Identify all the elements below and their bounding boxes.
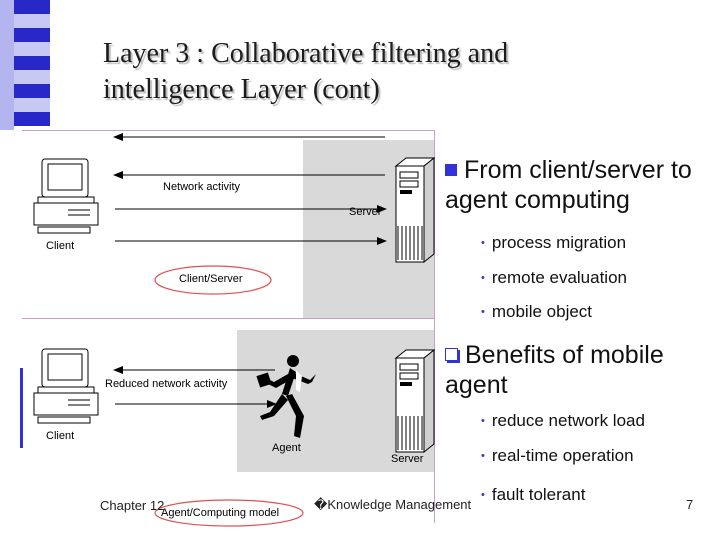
client-label-bottom: Client — [46, 430, 75, 442]
sub-bullet-text: process migration — [491, 233, 627, 252]
sub-bullet-reduce-network-load: • reduce network load — [481, 411, 645, 431]
sub-bullet-text: real-time operation — [491, 446, 634, 465]
page-number: 7 — [686, 497, 694, 512]
client-server-label: Client/Server — [179, 273, 243, 285]
server-tower-icon — [394, 348, 436, 454]
sub-bullet-text: remote evaluation — [491, 268, 627, 287]
server-label-top: Server — [349, 206, 382, 218]
footer-course: �Knowledge Management — [314, 497, 472, 512]
computer-icon — [33, 158, 99, 234]
left-decor-band — [0, 0, 50, 130]
box-bullet-icon — [445, 348, 458, 361]
bullet-text: From client/server to agent computing — [445, 156, 692, 214]
dot-bullet-icon: • — [481, 272, 485, 284]
computer-icon — [33, 348, 99, 424]
dot-bullet-icon: • — [481, 489, 485, 501]
sub-bullet-process-migration: • process migration — [481, 233, 626, 253]
network-activity-label: Network activity — [163, 181, 241, 193]
reduced-network-arrows — [113, 366, 277, 408]
sub-bullet-real-time-operation: • real-time operation — [481, 446, 634, 466]
bullet-client-server-to-agent: From client/server to agent computing — [445, 155, 710, 215]
dot-bullet-icon: • — [481, 415, 485, 427]
bullet-benefits-mobile-agent: Benefits of mobile agent — [445, 340, 710, 400]
sub-bullet-fault-tolerant: • fault tolerant — [481, 485, 585, 505]
network-arrows-top — [113, 133, 387, 245]
client-server-oval — [154, 265, 272, 295]
running-agent-icon — [256, 355, 316, 438]
dot-bullet-icon: • — [481, 450, 485, 462]
dot-bullet-icon: • — [481, 306, 485, 318]
footer-chapter: Chapter 12 — [100, 498, 165, 513]
agent-computing-label: Agent/Computing model — [161, 507, 280, 519]
server-tower-icon — [394, 156, 436, 264]
dot-bullet-icon: • — [481, 237, 485, 249]
agent-computing-oval — [154, 499, 304, 527]
figure-divider — [22, 318, 434, 319]
sub-bullet-text: mobile object — [491, 302, 593, 321]
slide-title: Layer 3 : Collaborative filtering and in… — [103, 36, 508, 108]
left-decor-strip — [20, 368, 23, 448]
sub-bullet-mobile-object: • mobile object — [481, 302, 592, 322]
server-label-bottom: Server — [391, 453, 424, 465]
square-bullet-icon — [445, 164, 457, 176]
client-label-top: Client — [46, 240, 75, 252]
bullet-text: Benefits of mobile agent — [445, 341, 664, 399]
sub-bullet-text: reduce network load — [491, 411, 645, 430]
reduced-network-label: Reduced network activity — [105, 378, 228, 390]
slide-title-line2: intelligence Layer (cont) — [103, 74, 380, 105]
sub-bullet-remote-evaluation: • remote evaluation — [481, 268, 627, 288]
agent-label: Agent — [272, 442, 301, 454]
slide-title-line1: Layer 3 : Collaborative filtering and — [103, 38, 509, 69]
figure-frame — [22, 130, 435, 523]
sub-bullet-text: fault tolerant — [491, 485, 586, 504]
